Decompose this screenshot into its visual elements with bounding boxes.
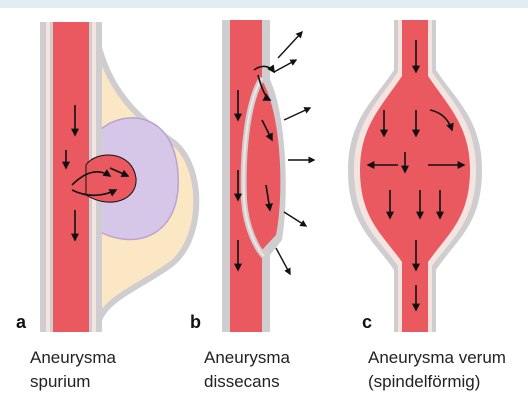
- caption-c: Aneurysma verum (spindelförmig): [368, 346, 506, 394]
- panel-letter-a: a: [16, 313, 26, 331]
- caption-b: Aneurysma dissecans: [204, 346, 290, 394]
- caption-a-line2: spurium: [30, 370, 116, 394]
- vessel-lumen-a: [53, 22, 89, 332]
- aneurysm-lumen: [360, 20, 470, 332]
- caption-a-line1: Aneurysma: [30, 346, 116, 370]
- top-frame-strip: [0, 0, 528, 8]
- caption-b-line2: dissecans: [204, 370, 290, 394]
- panel-letter-b: b: [190, 313, 201, 331]
- caption-b-line1: Aneurysma: [204, 346, 290, 370]
- panel-a: [40, 22, 196, 332]
- panel-b: [222, 20, 314, 332]
- caption-c-line1: Aneurysma verum: [368, 346, 506, 370]
- caption-a: Aneurysma spurium: [30, 346, 116, 394]
- panel-c: [348, 20, 482, 332]
- caption-c-line2: (spindelförmig): [368, 370, 506, 394]
- panel-letter-c: c: [362, 313, 372, 331]
